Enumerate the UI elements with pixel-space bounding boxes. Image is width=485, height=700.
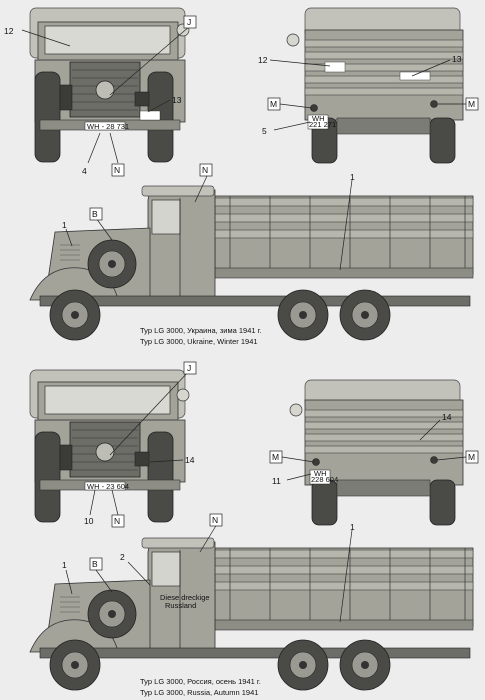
callout-1-side-top-bed: 1 [350,172,355,182]
callout-M-rear-top-right: M [468,99,475,109]
caption-bottom-ru: Typ LG 3000, Россия, осень 1941 г. [140,677,261,686]
callout-N-side-bottom: N [212,515,218,525]
callout-B-bottom: B [92,559,98,569]
side-view-top [29,185,474,341]
front-view-top: WH - 28 731 [29,7,190,163]
callout-J-bottom: J [187,363,191,373]
rear-slats-top [304,39,464,96]
callout-12-front-top: 12 [4,26,14,36]
callout-1-side-top-hood: 1 [62,220,67,230]
callout-14-rear-bottom: 14 [442,412,452,422]
callout-N-front-bottom: N [114,516,120,526]
callout-2: 2 [120,552,125,562]
callout-B-top: B [92,209,98,219]
callout-14-front-bottom: 14 [185,455,195,465]
caption-top-en: Typ LG 3000, Ukraine, Winter 1941 [140,337,258,346]
callout-N-front-top: N [114,165,120,175]
callout-N-side-top: N [202,165,208,175]
callout-M-rear-bottom-left: M [272,452,279,462]
callout-labels: 12 J 13 4 N 12 13 M M 5 1 N B 1 Typ LG 3… [4,15,479,697]
callout-13-front-top: 13 [172,95,182,105]
callout-M-rear-bottom-right: M [468,452,475,462]
callout-5: 5 [262,126,267,136]
callout-4: 4 [82,166,87,176]
callout-M-rear-top-left: M [270,99,277,109]
caption-top-ru: Typ LG 3000, Украина, зима 1941 г. [140,326,262,335]
front-view-bottom: WH - 23 604 [29,369,190,523]
callout-1-side-bottom-bed: 1 [350,522,355,532]
callout-12-rear-top: 12 [258,55,268,65]
callout-13-rear-top: 13 [452,54,462,64]
front-plate-top: WH - 28 731 [87,122,129,131]
callout-10: 10 [84,516,94,526]
callout-1-side-bottom-hood: 1 [62,560,67,570]
callout-11: 11 [272,476,281,486]
front-plate-bottom: WH - 23 604 [87,482,129,491]
callout-J-top: J [187,17,191,27]
caption-bottom-en: Typ LG 3000, Russia, Autumn 1941 [140,688,258,697]
leader-lines [21,25,467,623]
